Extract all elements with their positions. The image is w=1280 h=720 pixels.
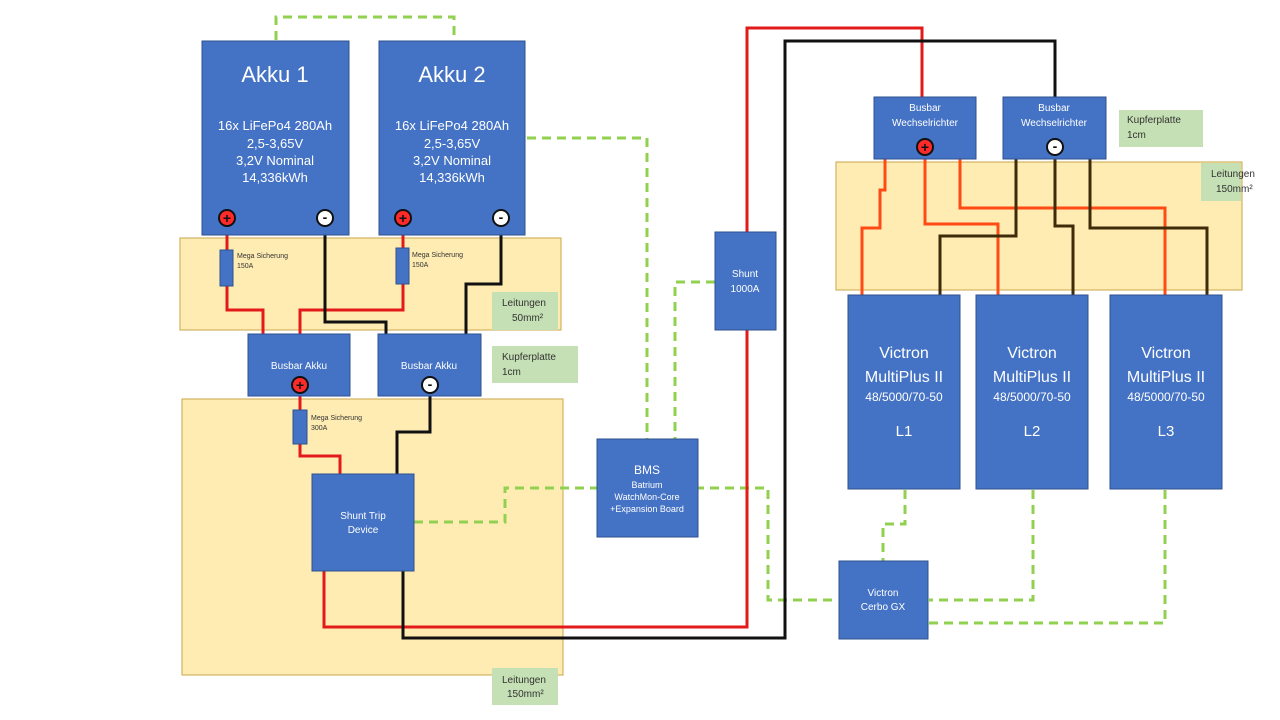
fuse-akku-2-rating: 150A <box>412 262 429 269</box>
minus-terminal-akku-2: - <box>492 209 510 227</box>
fuse-main-label: Mega Sicherung <box>311 415 362 422</box>
plus-terminal-akku-1: + <box>218 209 236 227</box>
kupferplatte-note-left <box>492 346 578 383</box>
victron-multiplus-l2 <box>975 294 1089 490</box>
signal-wires <box>274 15 1167 625</box>
busbar-inverter-minus-line1: Busbar <box>1038 103 1070 114</box>
busbar-inverter-minus-line2: Wechselrichter <box>1021 118 1088 129</box>
shunt-rating: 1000A <box>731 284 760 295</box>
akku-1-capacity: 14,336kWh <box>242 170 308 185</box>
victron-l2-model: MultiPlus II <box>993 369 1071 386</box>
shunt-box <box>714 231 777 331</box>
minus-symbol: - <box>1053 138 1058 154</box>
akku-2-voltage-range: 2,5-3,65V <box>424 136 481 151</box>
victron-cerbo-gx <box>838 560 929 640</box>
akku-1-cells: 16x LiFePo4 280Ah <box>218 118 332 133</box>
akku-2-nominal: 3,2V Nominal <box>413 153 491 168</box>
akku-2-title: Akku 2 <box>418 62 485 87</box>
kupferplatte-note-right <box>1119 110 1203 147</box>
victron-l1-spec: 48/5000/70-50 <box>865 390 943 404</box>
bms-brand: Batrium <box>631 480 662 490</box>
kupferplatte-left-line2: 1cm <box>502 367 521 378</box>
victron-l3-model: MultiPlus II <box>1127 369 1205 386</box>
victron-l3-phase: L3 <box>1158 423 1175 440</box>
cerbo-line2: Cerbo GX <box>861 602 906 613</box>
kupferplatte-right-line1: Kupferplatte <box>1127 115 1181 126</box>
leitungen-50-note <box>492 292 558 330</box>
kupferplatte-right-line2: 1cm <box>1127 130 1146 141</box>
shunt-trip-device <box>311 473 415 572</box>
akku-1-voltage-range: 2,5-3,65V <box>247 136 304 151</box>
busbar-akku-plus-label: Busbar Akku <box>271 361 327 372</box>
leitungen-150-note-right <box>1201 163 1241 201</box>
leitungen-150-left-line2: 150mm² <box>507 689 544 700</box>
victron-l3-brand: Victron <box>1141 345 1191 362</box>
minus-symbol: - <box>499 209 504 225</box>
busbar-inverter-plus-line1: Busbar <box>909 103 941 114</box>
plus-symbol: + <box>921 139 929 155</box>
leitungen-150-note-left <box>492 668 558 705</box>
plus-terminal-busbar-inverter: + <box>916 138 934 156</box>
victron-multiplus-l1 <box>847 294 961 490</box>
bms-model: WatchMon-Core <box>614 492 679 502</box>
akku-1-nominal: 3,2V Nominal <box>236 153 314 168</box>
akku-1-title: Akku 1 <box>241 62 308 87</box>
victron-l2-brand: Victron <box>1007 345 1057 362</box>
akku-2-cells: 16x LiFePo4 280Ah <box>395 118 509 133</box>
shunt-title: Shunt <box>732 269 758 280</box>
victron-multiplus-l3 <box>1109 294 1223 490</box>
leitungen-50-line1: Leitungen <box>502 298 546 309</box>
busbar-inverter-plus-line2: Wechselrichter <box>892 118 959 129</box>
akku-2-capacity: 14,336kWh <box>419 170 485 185</box>
fuse-main-rating: 300A <box>311 425 328 432</box>
plus-symbol: + <box>223 210 231 226</box>
minus-symbol: - <box>323 209 328 225</box>
minus-terminal-akku-1: - <box>316 209 334 227</box>
victron-l1-model: MultiPlus II <box>865 369 943 386</box>
bms-box <box>596 438 699 538</box>
victron-l1-phase: L1 <box>896 423 913 440</box>
akku-2-box <box>378 40 526 236</box>
plus-symbol: + <box>296 377 304 393</box>
leitungen-150-right-line2: 150mm² <box>1216 184 1253 195</box>
fuse-akku-1-label: Mega Sicherung <box>237 253 288 260</box>
bms-expansion: +Expansion Board <box>610 504 684 514</box>
fuse-akku-1-rating: 150A <box>237 263 254 270</box>
leitungen-50-line2: 50mm² <box>512 313 544 324</box>
battery-cables <box>225 26 1057 640</box>
victron-l2-phase: L2 <box>1024 423 1041 440</box>
plus-terminal-busbar-akku: + <box>291 376 309 394</box>
fuse-akku-1 <box>219 249 234 287</box>
fuse-main <box>292 409 308 445</box>
busbar-akku-minus-label: Busbar Akku <box>401 361 457 372</box>
bms-title: BMS <box>634 463 660 477</box>
kupferplatte-left-line1: Kupferplatte <box>502 352 556 363</box>
shunt-trip-line2: Device <box>348 525 379 536</box>
minus-terminal-busbar-akku: - <box>421 376 439 394</box>
minus-terminal-busbar-inverter: - <box>1046 138 1064 156</box>
akku-1-box <box>201 40 350 236</box>
cerbo-line1: Victron <box>868 588 899 599</box>
victron-l3-spec: 48/5000/70-50 <box>1127 390 1205 404</box>
shunt-trip-line1: Shunt Trip <box>340 511 386 522</box>
fuse-akku-2 <box>395 247 410 285</box>
leitungen-150-right-line1: Leitungen <box>1211 169 1255 180</box>
fuse-akku-2-label: Mega Sicherung <box>412 252 463 259</box>
leitungen-150-left-line1: Leitungen <box>502 675 546 686</box>
cable-zone-150mm-right <box>835 161 1243 291</box>
victron-l2-spec: 48/5000/70-50 <box>993 390 1071 404</box>
minus-symbol: - <box>428 376 433 392</box>
inverter-cables <box>860 155 1209 295</box>
victron-l1-brand: Victron <box>879 345 929 362</box>
plus-symbol: + <box>399 210 407 226</box>
plus-terminal-akku-2: + <box>394 209 412 227</box>
